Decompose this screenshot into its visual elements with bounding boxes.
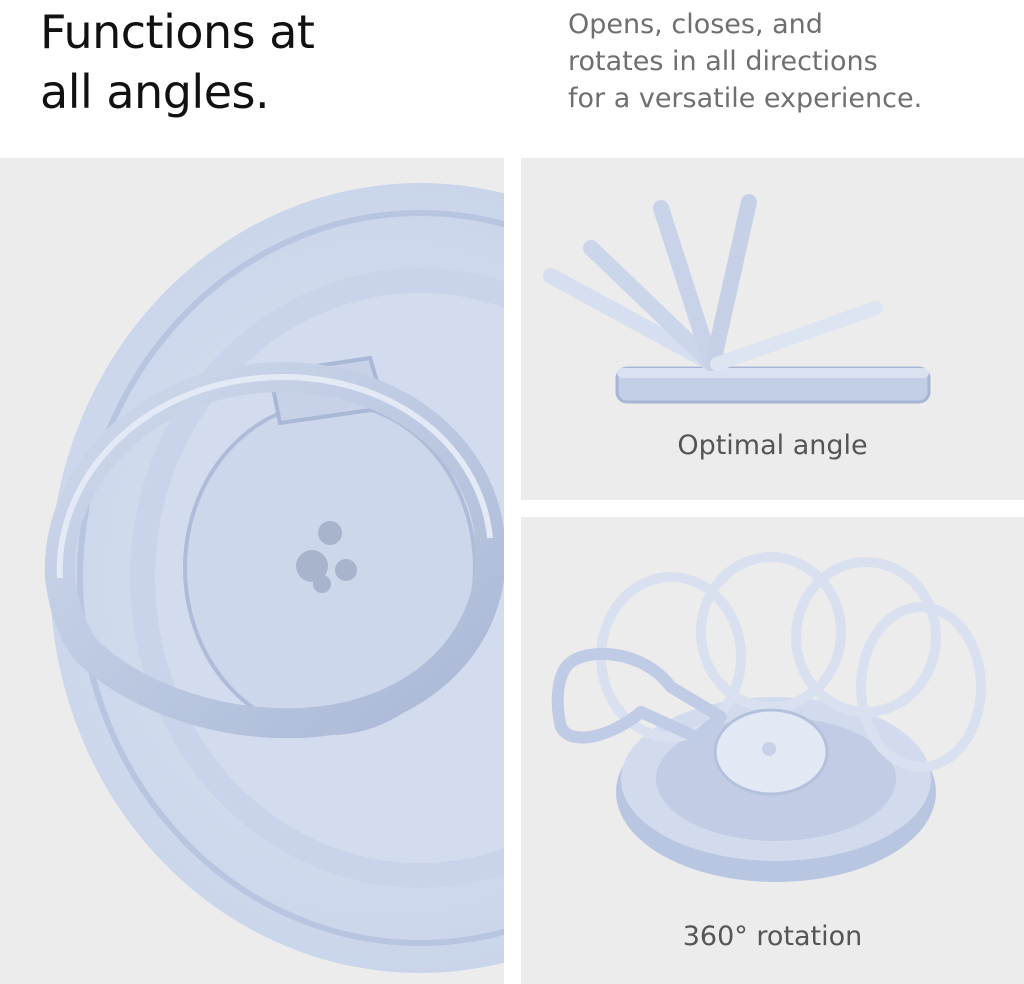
subhead: Opens, closes, and rotates in all direct…	[568, 6, 922, 117]
rotation-panel: 360° rotation	[521, 517, 1024, 984]
headline-line-2: all angles.	[40, 65, 270, 119]
ring-holder-closeup-image	[44, 183, 504, 973]
headline-line-1: Functions at	[40, 5, 315, 59]
rotation-image	[551, 552, 986, 882]
subhead-line-2: rotates in all directions	[568, 46, 878, 77]
subhead-line-3: for a versatile experience.	[568, 83, 923, 114]
optimal-angle-caption: Optimal angle	[677, 430, 868, 461]
fold-angles-image	[543, 194, 931, 404]
optimal-angle-panel: Optimal angle	[521, 158, 1024, 500]
rotation-caption: 360° rotation	[682, 921, 863, 952]
headline: Functions at all angles.	[40, 2, 315, 122]
header: Functions at all angles. Opens, closes, …	[0, 0, 1024, 158]
closeup-panel	[0, 158, 504, 984]
subhead-line-1: Opens, closes, and	[568, 9, 823, 40]
